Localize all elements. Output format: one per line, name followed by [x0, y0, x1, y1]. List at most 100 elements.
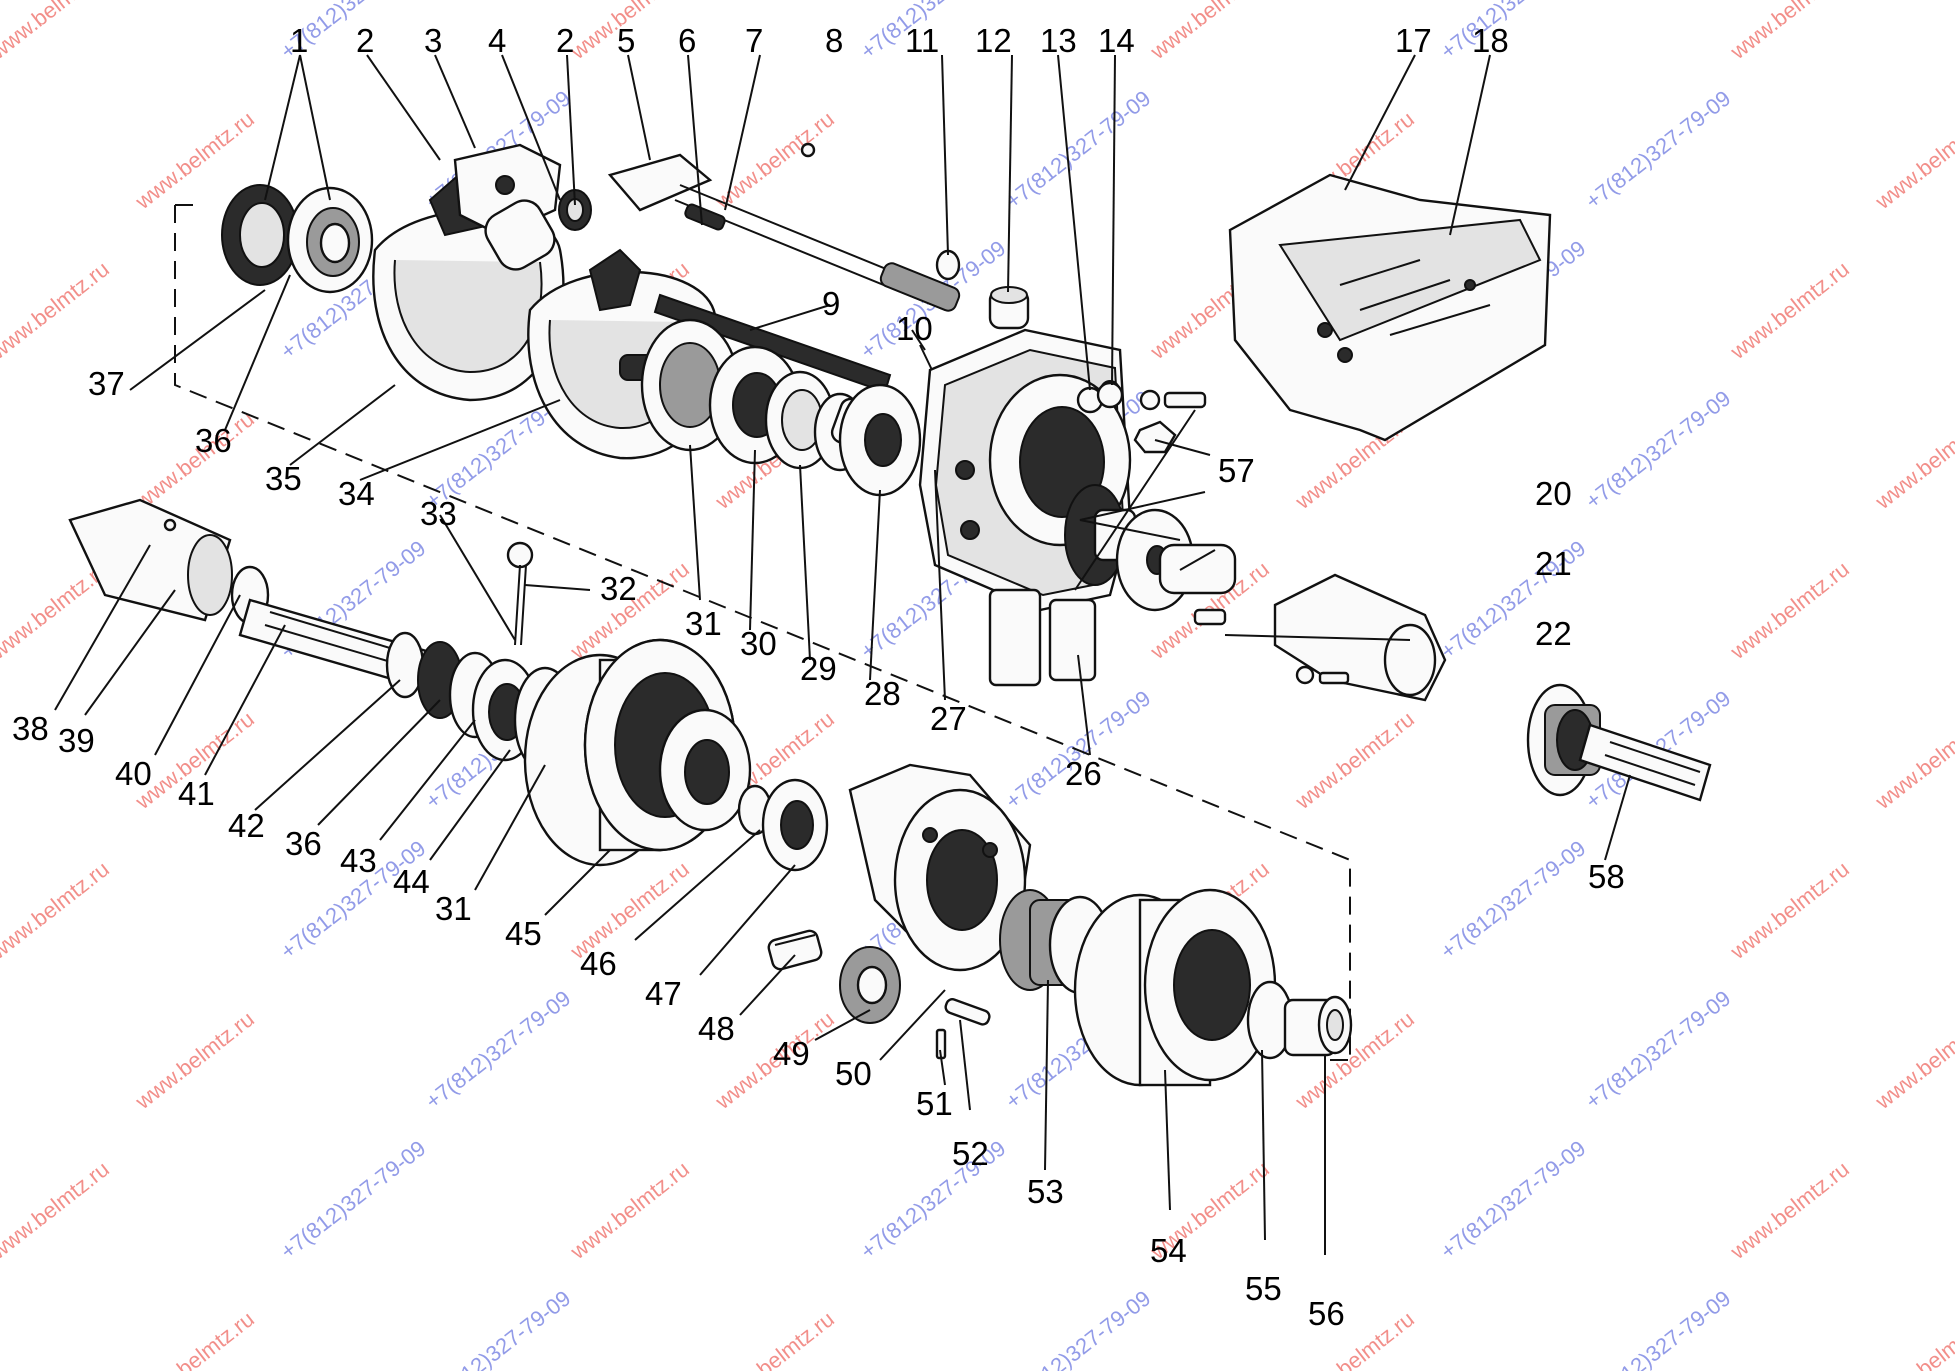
callout-label: 18	[1472, 22, 1509, 59]
housing-38	[68, 498, 270, 625]
watermark-text: +7(812)327-79-09	[1436, 1135, 1591, 1264]
watermark-text: +7(812)327-79-09	[1581, 985, 1736, 1114]
callout-label: 41	[178, 775, 215, 812]
guard-17-18	[1228, 173, 1552, 442]
watermark-text: www.belmtz.ru	[1725, 1156, 1854, 1264]
watermark-text: www.belmtz.ru	[1725, 0, 1854, 65]
callout-label: 48	[698, 1010, 735, 1047]
watermark-text: +7(812)327-79-09	[421, 1285, 576, 1371]
shaft-41	[238, 598, 502, 739]
callout-label: 55	[1245, 1270, 1282, 1307]
callout-label: 31	[685, 605, 722, 642]
gear-28	[830, 383, 922, 497]
callout-label: 29	[800, 650, 837, 687]
callout-label: 57	[1218, 452, 1255, 489]
callout-label: 34	[338, 475, 375, 512]
callout-label: 2	[356, 22, 374, 59]
callout-label: 26	[1065, 755, 1102, 792]
watermark-text: www.belmtz.ru	[1870, 1006, 1955, 1114]
needle-48-gear-49	[767, 929, 901, 1024]
callout-label: 5	[617, 22, 635, 59]
watermark-text: www.belmtz.ru	[1725, 856, 1854, 964]
callout-label: 31	[435, 890, 472, 927]
callout-label: 49	[773, 1035, 810, 1072]
watermark-text: +7(812)327-79-09	[276, 1135, 431, 1264]
bearing-1	[221, 184, 374, 294]
watermark-text: www.belmtz.ru	[0, 1156, 114, 1264]
watermark-text: www.belmtz.ru	[130, 1006, 259, 1114]
drum-54	[1073, 888, 1277, 1087]
callout-label: 9	[822, 285, 840, 322]
watermark-text: +7(812)327-79-09	[1436, 835, 1591, 964]
callout-label: 36	[285, 825, 322, 862]
callout-label: 45	[505, 915, 542, 952]
callout-label: 21	[1535, 545, 1572, 582]
callout-label: 8	[825, 22, 843, 59]
callout-label: 13	[1040, 22, 1077, 59]
watermark-text: www.belmtz.ru	[710, 1306, 839, 1371]
callout-label: 1	[290, 22, 308, 59]
watermark-text: www.belmtz.ru	[710, 106, 839, 214]
carrier-50	[848, 763, 1032, 972]
callout-label: 56	[1308, 1295, 1345, 1332]
watermark-text: +7(812)327-79-09	[1581, 385, 1736, 514]
callout-label: 12	[975, 22, 1012, 59]
watermark-text: www.belmtz.ru	[1290, 706, 1419, 814]
cover-22	[1273, 573, 1447, 702]
callout-label: 22	[1535, 615, 1572, 652]
watermark-text: www.belmtz.ru	[1145, 0, 1274, 65]
callout-label: 7	[745, 22, 763, 59]
callout-label: 44	[393, 863, 430, 900]
callout-label: 3	[424, 22, 442, 59]
callout-label: 43	[340, 842, 377, 879]
callout-label: 33	[420, 495, 457, 532]
callout-labels: 1 2 3 4 2 5 6 7 8 11 12 13 14 17 18 9 10…	[12, 22, 1625, 1332]
callout-label: 2	[556, 22, 574, 59]
watermark-text: www.belmtz.ru	[130, 1306, 259, 1371]
watermark-text: www.belmtz.ru	[1870, 706, 1955, 814]
bearing-46-47	[737, 778, 829, 872]
callout-label: 37	[88, 365, 125, 402]
callout-label: 38	[12, 710, 49, 747]
watermark-text: www.belmtz.ru	[0, 0, 114, 65]
callout-label: 52	[952, 1135, 989, 1172]
bolt-32	[506, 541, 534, 646]
callout-label: 20	[1535, 475, 1572, 512]
callout-label: 46	[580, 945, 617, 982]
callout-label: 4	[488, 22, 506, 59]
callout-label: 14	[1098, 22, 1135, 59]
watermark-text: +7(812)327-79-09	[421, 985, 576, 1114]
watermark-text: +7(812)327-79-09	[1581, 1285, 1736, 1371]
callout-label: 54	[1150, 1232, 1187, 1269]
watermark-text: www.belmtz.ru	[1870, 106, 1955, 214]
watermark-text: www.belmtz.ru	[1725, 256, 1854, 364]
callout-label: 50	[835, 1055, 872, 1092]
assembly-frame	[174, 204, 1355, 1061]
watermark-text: +7(812)327-79-09	[1436, 0, 1591, 64]
watermark-text: www.belmtz.ru	[0, 856, 114, 964]
callout-label: 40	[115, 755, 152, 792]
leader-lines	[54, 54, 1631, 1255]
callout-label: 35	[265, 460, 302, 497]
callout-label: 6	[678, 22, 696, 59]
watermark-text: www.belmtz.ru	[1870, 1306, 1955, 1371]
ring-11-12	[935, 249, 1030, 330]
ring-55-sleeve-56	[1246, 980, 1353, 1060]
drum-45	[523, 638, 752, 867]
watermark-text: +7(812)327-79-09	[1581, 85, 1736, 214]
callout-label: 58	[1588, 858, 1625, 895]
shaft-20-21	[1064, 484, 1237, 626]
watermark-text: www.belmtz.ru	[1870, 406, 1955, 514]
watermark-text: www.belmtz.ru	[0, 256, 114, 364]
shaft-7	[607, 142, 961, 312]
callout-label: 27	[930, 700, 967, 737]
callout-label: 51	[916, 1085, 953, 1122]
bolts-13-14-57	[1076, 381, 1207, 454]
callout-label: 32	[600, 570, 637, 607]
bearing-assembly-31	[619, 318, 867, 472]
callout-label: 42	[228, 807, 265, 844]
watermark-text: www.belmtz.ru	[1725, 556, 1854, 664]
callout-label: 30	[740, 625, 777, 662]
callout-label: 17	[1395, 22, 1432, 59]
